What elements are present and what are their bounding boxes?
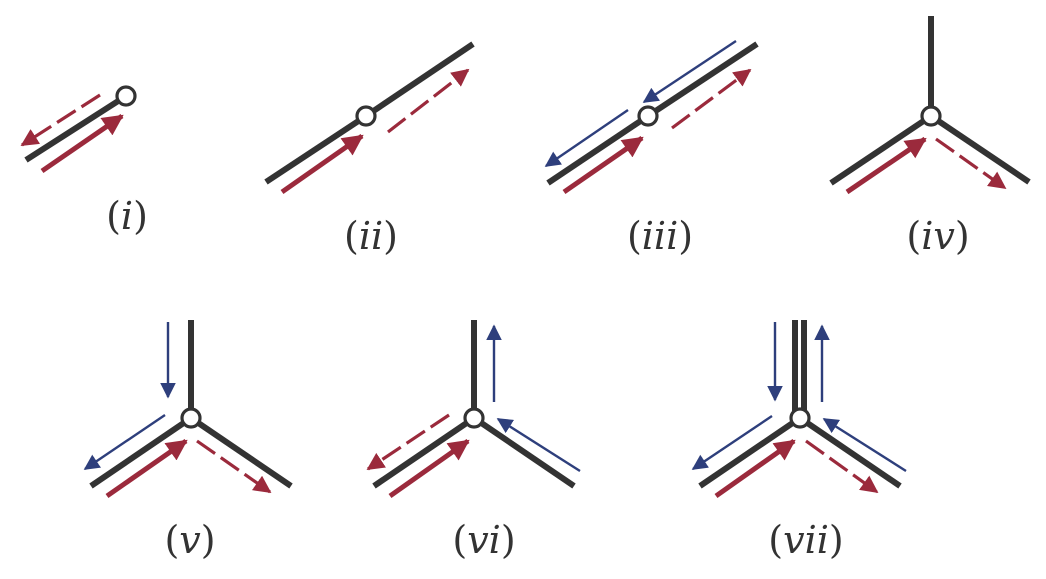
red-solid-arrow <box>845 136 927 195</box>
blue-arrow-left <box>83 414 166 470</box>
blue-arrow-inward <box>496 417 581 473</box>
blue-arrow-left <box>691 415 773 470</box>
panel-iii: (iii) <box>544 39 759 258</box>
red-dashed-arrow <box>20 93 101 147</box>
edge-line-upper <box>646 41 759 119</box>
red-solid-arrow <box>388 438 470 499</box>
panel-iv: (iv) <box>829 16 1031 258</box>
edge-line-lower <box>264 113 368 185</box>
edge-line-left <box>698 415 802 489</box>
edge-line-lower <box>546 113 650 186</box>
edge-line-right <box>929 113 1031 185</box>
red-solid-arrow <box>40 113 124 174</box>
vertex-node <box>789 407 811 429</box>
red-dashed-arrow <box>196 439 272 494</box>
red-dashed-arrow <box>387 68 470 134</box>
red-solid-arrow <box>105 438 188 499</box>
vertex-node <box>920 105 942 127</box>
caption-vi: (vi) <box>452 518 515 562</box>
red-solid-arrow <box>280 133 364 195</box>
red-solid-arrow <box>714 438 796 499</box>
vertex-node <box>180 407 202 429</box>
red-dashed-arrow <box>935 137 1007 190</box>
edge-line-left <box>372 415 476 489</box>
caption-iv: (iv) <box>906 214 969 258</box>
panel-i: (i) <box>20 85 148 238</box>
edge-line <box>24 93 128 163</box>
vertex-node <box>355 105 377 127</box>
red-dashed-arrow <box>805 439 879 494</box>
caption-ii: (ii) <box>344 214 398 258</box>
blue-arrow-lower <box>544 109 629 167</box>
vertex-node <box>463 407 485 429</box>
red-dashed-arrow <box>366 413 450 471</box>
caption-i: (i) <box>106 194 148 238</box>
caption-iii: (iii) <box>627 214 693 258</box>
vertex-node <box>115 85 137 107</box>
blue-arrow-upper <box>642 39 737 104</box>
edge-line-right <box>798 415 902 489</box>
red-solid-arrow <box>562 135 644 195</box>
edge-line-right <box>189 415 293 489</box>
vertex-node <box>637 105 659 127</box>
caption-vii: (vii) <box>768 518 843 562</box>
red-dashed-arrow <box>671 68 752 130</box>
edge-line-right <box>472 415 576 489</box>
caption-v: (v) <box>164 518 215 562</box>
edge-line-left <box>89 415 193 489</box>
panel-v: (v) <box>83 320 293 562</box>
panel-ii: (ii) <box>264 41 475 258</box>
panel-vii: (vii) <box>691 320 907 562</box>
blue-arrow-inward <box>822 417 907 473</box>
edge-line-upper <box>364 41 475 119</box>
edge-line-left <box>829 113 933 186</box>
panel-vi: (vi) <box>366 320 581 562</box>
